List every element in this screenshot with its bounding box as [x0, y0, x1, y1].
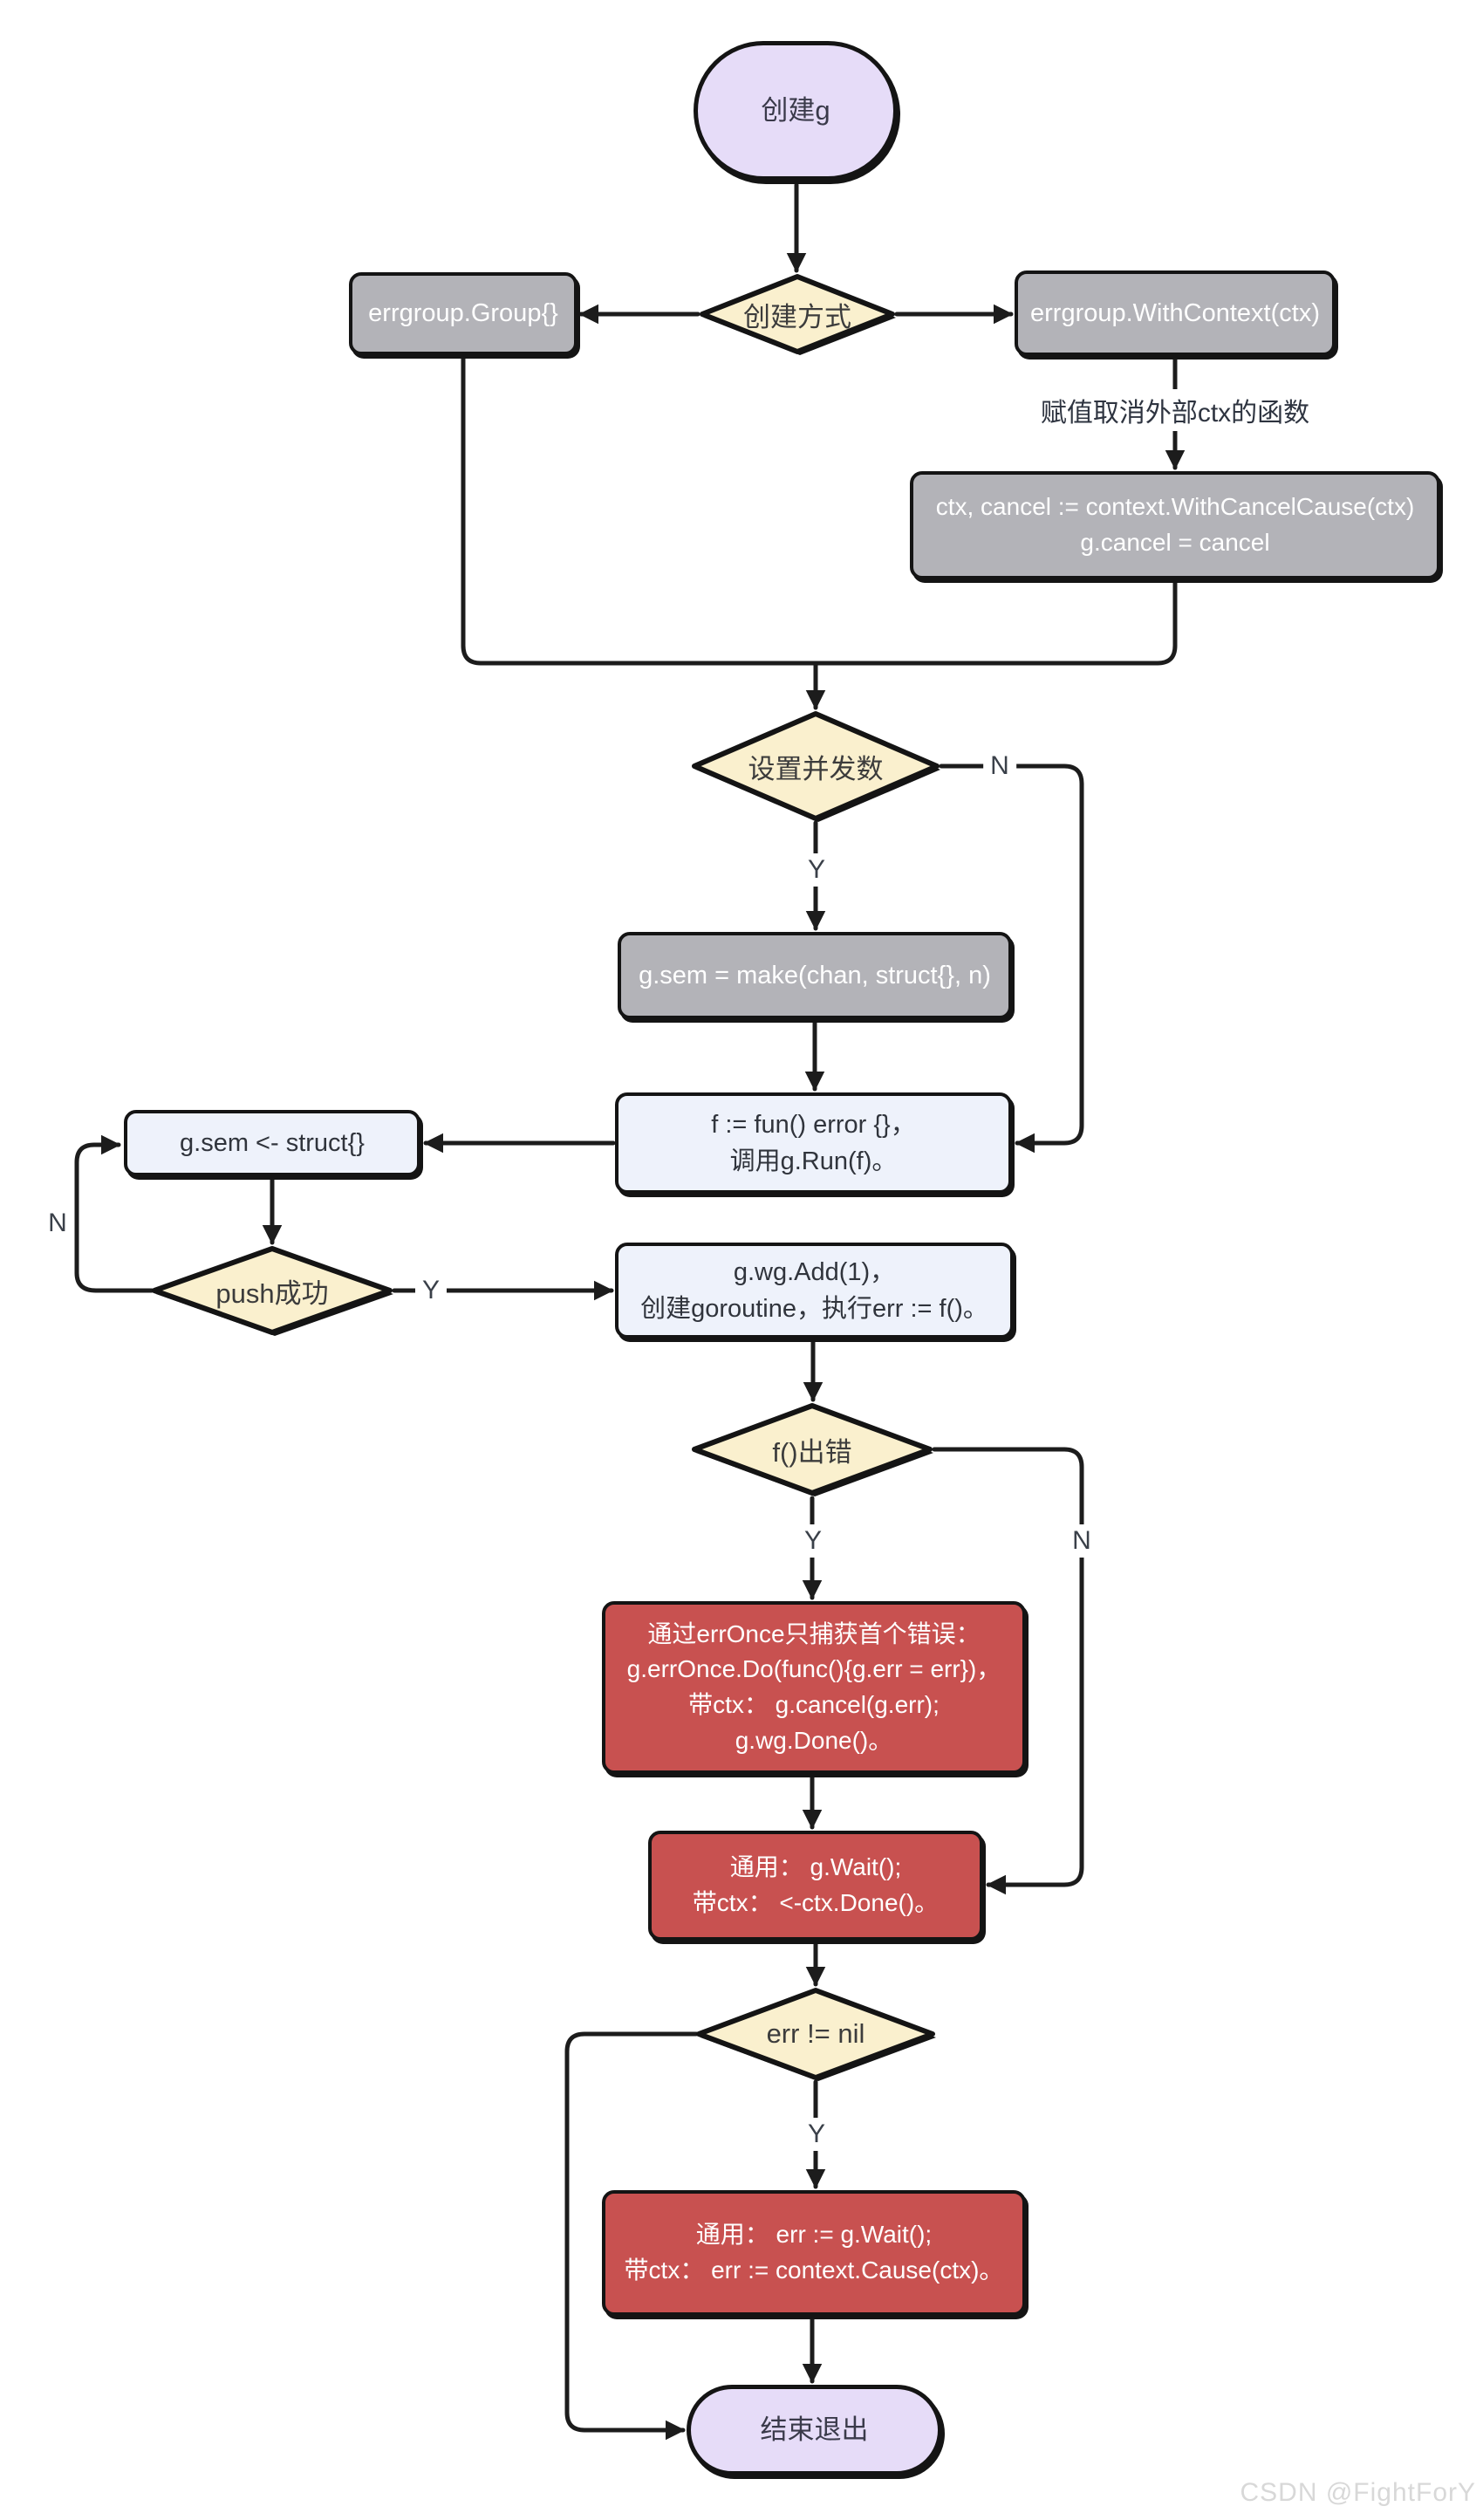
process-withcancelcause: ctx, cancel := context.WithCancelCause(c… [910, 471, 1440, 579]
process-result-line2: 带ctx： err := context.Cause(ctx)。 [624, 2256, 1004, 2284]
process-withcancelcause-line2: g.cancel = cancel [1080, 529, 1270, 556]
process-wg-add: g.wg.Add(1)， 创建goroutine，执行err := f()。 [615, 1243, 1014, 1339]
edge-label-ferror-yes: Y [796, 1524, 830, 1558]
process-err-once: 通过errOnce只捕获首个错误： g.errOnce.Do(func(){g.… [602, 1601, 1026, 1774]
decision-set-concurrency-label: 设置并发数 [748, 753, 884, 784]
process-result-line1: 通用： err := g.Wait(); [695, 2221, 933, 2249]
process-wg-add-line2: 创建goroutine，执行err := f()。 [640, 1295, 988, 1323]
edge-note-cancel-func: 赋值取消外部ctx的函数 [1033, 389, 1317, 431]
process-run-f: f := fun() error {}， 调用g.Run(f)。 [615, 1092, 1012, 1194]
edge-label-push-yes: Y [414, 1274, 448, 1307]
diamond-shape [700, 274, 896, 355]
process-sem-push-label: g.sem <- struct{} [180, 1128, 365, 1157]
process-errgroup-group-label: errgroup.Group{} [368, 299, 558, 328]
decision-set-concurrency: 设置并发数 [692, 711, 940, 822]
process-wait-line1: 通用： g.Wait(); [729, 1853, 902, 1881]
process-err-once-line1: 通过errOnce只捕获首个错误： [647, 1620, 981, 1647]
decision-f-error: f()出错 [692, 1403, 933, 1496]
edge-label-ferror-no: N [1065, 1524, 1098, 1558]
edge-label-concurrency-no: N [983, 750, 1016, 783]
process-err-once-line3: 带ctx： g.cancel(g.err); [688, 1691, 940, 1718]
process-result: 通用： err := g.Wait(); 带ctx： err := contex… [602, 2190, 1026, 2316]
edge-label-concurrency-yes: Y [800, 853, 833, 887]
decision-push-ok-label: push成功 [215, 1277, 329, 1309]
diamond-shape [152, 1246, 393, 1336]
decision-create-method-label: 创建方式 [743, 301, 851, 332]
decision-err-nil-label: err != nil [766, 2018, 865, 2049]
process-wg-add-line1: g.wg.Add(1)， [733, 1257, 896, 1286]
end-terminal: 结束退出 [687, 2385, 942, 2475]
diamond-shape [696, 1988, 936, 2081]
process-wait: 通用： g.Wait(); 带ctx： <-ctx.Done()。 [648, 1831, 983, 1941]
process-sem-make: g.sem = make(chan, struct{}, n) [618, 932, 1012, 1019]
diamond-shape [692, 711, 940, 822]
decision-f-error-label: f()出错 [772, 1436, 852, 1468]
start-label: 创建g [761, 94, 830, 126]
decision-push-ok: push成功 [152, 1246, 393, 1336]
edge-label-push-no: N [48, 1209, 67, 1237]
edge-label-errnil-yes: Y [800, 2118, 833, 2151]
process-errgroup-group: errgroup.Group{} [349, 272, 577, 355]
process-run-f-line2: 调用g.Run(f)。 [729, 1147, 898, 1175]
process-sem-make-label: g.sem = make(chan, struct{}, n) [639, 961, 991, 990]
process-sem-push: g.sem <- struct{} [124, 1110, 420, 1176]
process-wait-line2: 带ctx： <-ctx.Done()。 [692, 1889, 940, 1916]
process-errgroup-withcontext: errgroup.WithContext(ctx) [1015, 270, 1336, 356]
diamond-shape [692, 1403, 933, 1496]
decision-err-nil: err != nil [696, 1988, 936, 2081]
watermark: CSDN @FightForY [1240, 2478, 1476, 2507]
process-err-once-line2: g.errOnce.Do(func(){g.err = err})， [626, 1655, 1001, 1683]
process-run-f-line1: f := fun() error {}， [711, 1110, 916, 1139]
decision-create-method: 创建方式 [700, 274, 896, 355]
end-label: 结束退出 [760, 2414, 869, 2445]
process-err-once-line4: g.wg.Done()。 [735, 1726, 893, 1754]
start-terminal: 创建g [694, 41, 898, 181]
process-withcancelcause-line1: ctx, cancel := context.WithCancelCause(c… [935, 493, 1415, 521]
process-errgroup-withcontext-label: errgroup.WithContext(ctx) [1030, 298, 1320, 327]
